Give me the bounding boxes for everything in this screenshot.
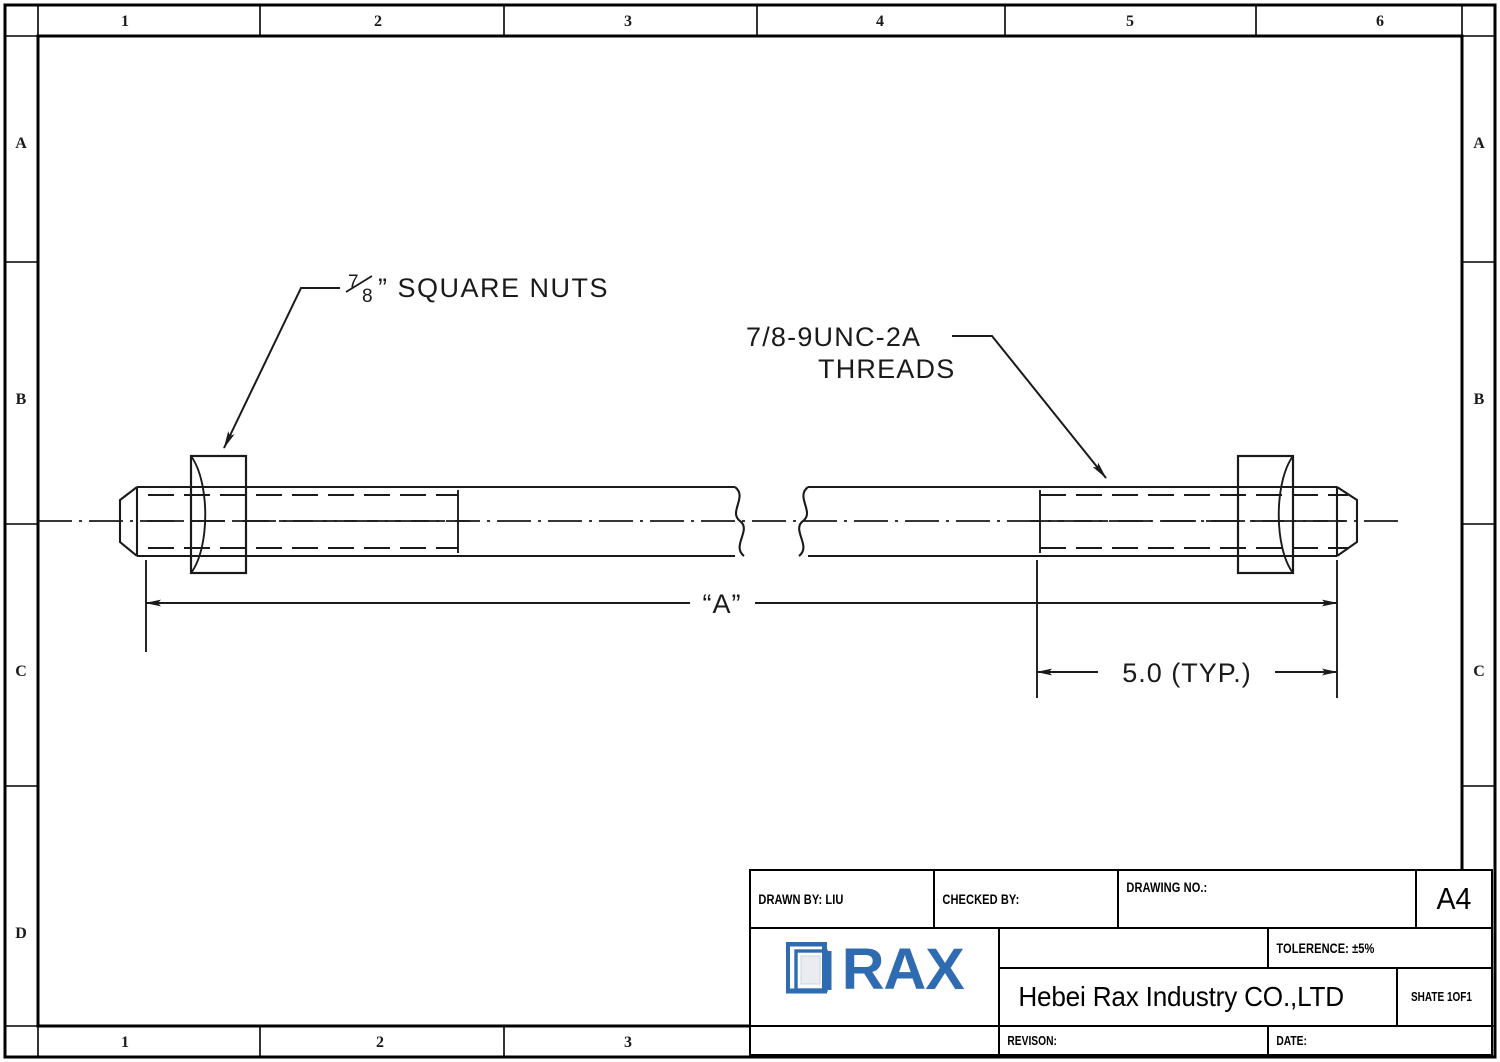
dimension-thread-length (1036, 560, 1338, 698)
annotation-texts: 7 8 ” SQUARE NUTS 7/8-9UNC-2A THREADS (345, 272, 955, 384)
zone-left-a: A (15, 135, 27, 152)
zone-top-2: 2 (374, 13, 382, 30)
sheet-count-label: SHATE 1OF1 (1411, 990, 1472, 1004)
company-logo: RAX (749, 929, 1000, 1011)
left-break-symbol (734, 486, 745, 557)
zone-top-1: 1 (121, 13, 129, 30)
leader-square-nuts (223, 287, 340, 449)
rax-logo-text: RAX (842, 937, 965, 1002)
drawn-by-cell: DRAWN BY: LIU (749, 869, 935, 929)
company-name-cell: Hebei Rax Industry CO.,LTD (998, 967, 1398, 1027)
left-rod-body (135, 485, 735, 558)
sheet-size-value: A4 (1436, 881, 1472, 916)
left-square-nut (189, 454, 248, 575)
drawing-no-cell[interactable]: DRAWING NO.: (1117, 869, 1417, 929)
leader-lines (223, 287, 1107, 479)
left-rod-chamfer (118, 486, 138, 557)
bolt-assembly (38, 454, 1400, 575)
threads-spec-line1: 7/8-9UNC-2A (746, 322, 921, 352)
blank-cell-1 (998, 927, 1269, 969)
zone-bottom-3: 3 (624, 1034, 632, 1051)
fraction-numerator: 7 (348, 272, 360, 293)
zone-right-a: A (1473, 135, 1485, 152)
right-square-nut (1236, 454, 1295, 575)
checked-by-cell[interactable]: CHECKED BY: (933, 869, 1119, 929)
square-nuts-label: ” SQUARE NUTS (378, 273, 609, 303)
checked-by-label: CHECKED BY: (942, 891, 1020, 907)
zone-bottom-2: 2 (376, 1034, 384, 1051)
zone-left-d: D (15, 925, 27, 942)
blank-cell-2 (749, 1025, 1000, 1056)
drawn-by-label: DRAWN BY: LIU (758, 891, 844, 907)
title-block: DRAWN BY: LIU CHECKED BY: DRAWING NO.: A… (749, 869, 1493, 1056)
threads-spec-line2: THREADS (818, 354, 955, 384)
revision-label: REVISON: (1007, 1033, 1057, 1048)
sheet-count-cell: SHATE 1OF1 (1396, 967, 1493, 1027)
drawing-no-label: DRAWING NO.: (1126, 880, 1208, 895)
right-rod-body (808, 485, 1337, 558)
fraction-denominator: 8 (362, 286, 373, 307)
company-name: Hebei Rax Industry CO.,LTD (1018, 981, 1344, 1012)
zone-left-b: B (16, 391, 27, 408)
zone-top-4: 4 (876, 13, 884, 30)
zone-bottom-1: 1 (121, 1034, 129, 1051)
tolerance-label: TOLERENCE: ±5% (1276, 940, 1375, 956)
right-break-symbol (798, 486, 809, 557)
zone-top-6: 6 (1376, 13, 1384, 30)
rax-logo-mark-icon (785, 941, 836, 998)
leader-threads (952, 335, 1107, 479)
zone-left-c: C (15, 663, 27, 680)
dimension-typ-label: 5.0 (TYP.) (1122, 658, 1252, 688)
zone-top-3: 3 (624, 13, 632, 30)
sheet-size-cell: A4 (1415, 869, 1493, 929)
date-label: DATE: (1276, 1033, 1307, 1048)
zone-right-c: C (1473, 663, 1485, 680)
tolerance-cell: TOLERENCE: ±5% (1267, 927, 1493, 969)
zone-labels: 1 2 3 4 5 6 1 2 3 A B C D A B C (15, 13, 1485, 1051)
dimension-a-label: “A” (703, 589, 742, 619)
revision-cell[interactable]: REVISON: (998, 1025, 1269, 1056)
zone-right-b: B (1474, 391, 1485, 408)
zone-top-5: 5 (1126, 13, 1134, 30)
date-cell[interactable]: DATE: (1267, 1025, 1493, 1056)
annotation-square-nuts: 7 8 ” SQUARE NUTS (345, 272, 609, 307)
